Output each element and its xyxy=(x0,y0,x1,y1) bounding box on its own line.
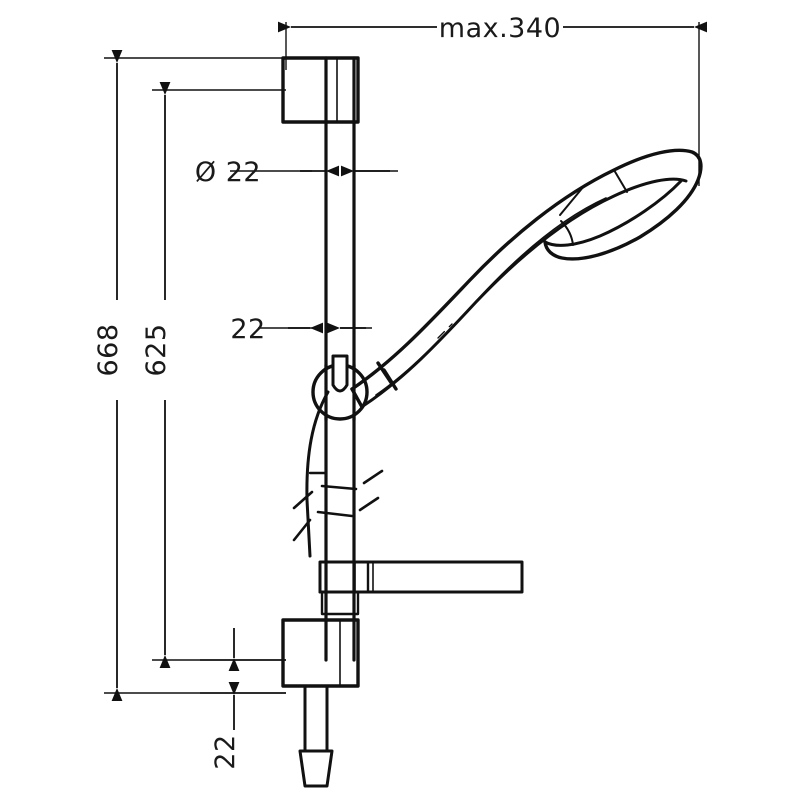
dimension-label-625: 625 xyxy=(141,323,172,376)
dimension-label-668: 668 xyxy=(93,323,124,376)
top-bracket xyxy=(281,56,360,124)
dimension-labels: max.340 668 625 Ø 22 22 22 xyxy=(93,13,561,770)
dimension-label-dia-22: Ø 22 xyxy=(195,157,261,188)
handshower xyxy=(350,148,703,409)
shower-hose xyxy=(305,390,330,558)
extension-lines xyxy=(104,22,700,694)
hose-connector xyxy=(298,684,334,788)
dimension-label-offset-22: 22 xyxy=(230,314,265,345)
soap-shelf xyxy=(318,560,524,616)
shower-holder xyxy=(311,354,369,422)
product-geometry xyxy=(281,56,703,788)
dimension-label-bottom-22: 22 xyxy=(210,734,241,769)
slide-rail xyxy=(324,56,356,662)
dimension-lines xyxy=(111,21,707,730)
bottom-bracket xyxy=(281,618,360,688)
dimension-label-max-340: max.340 xyxy=(439,13,561,44)
